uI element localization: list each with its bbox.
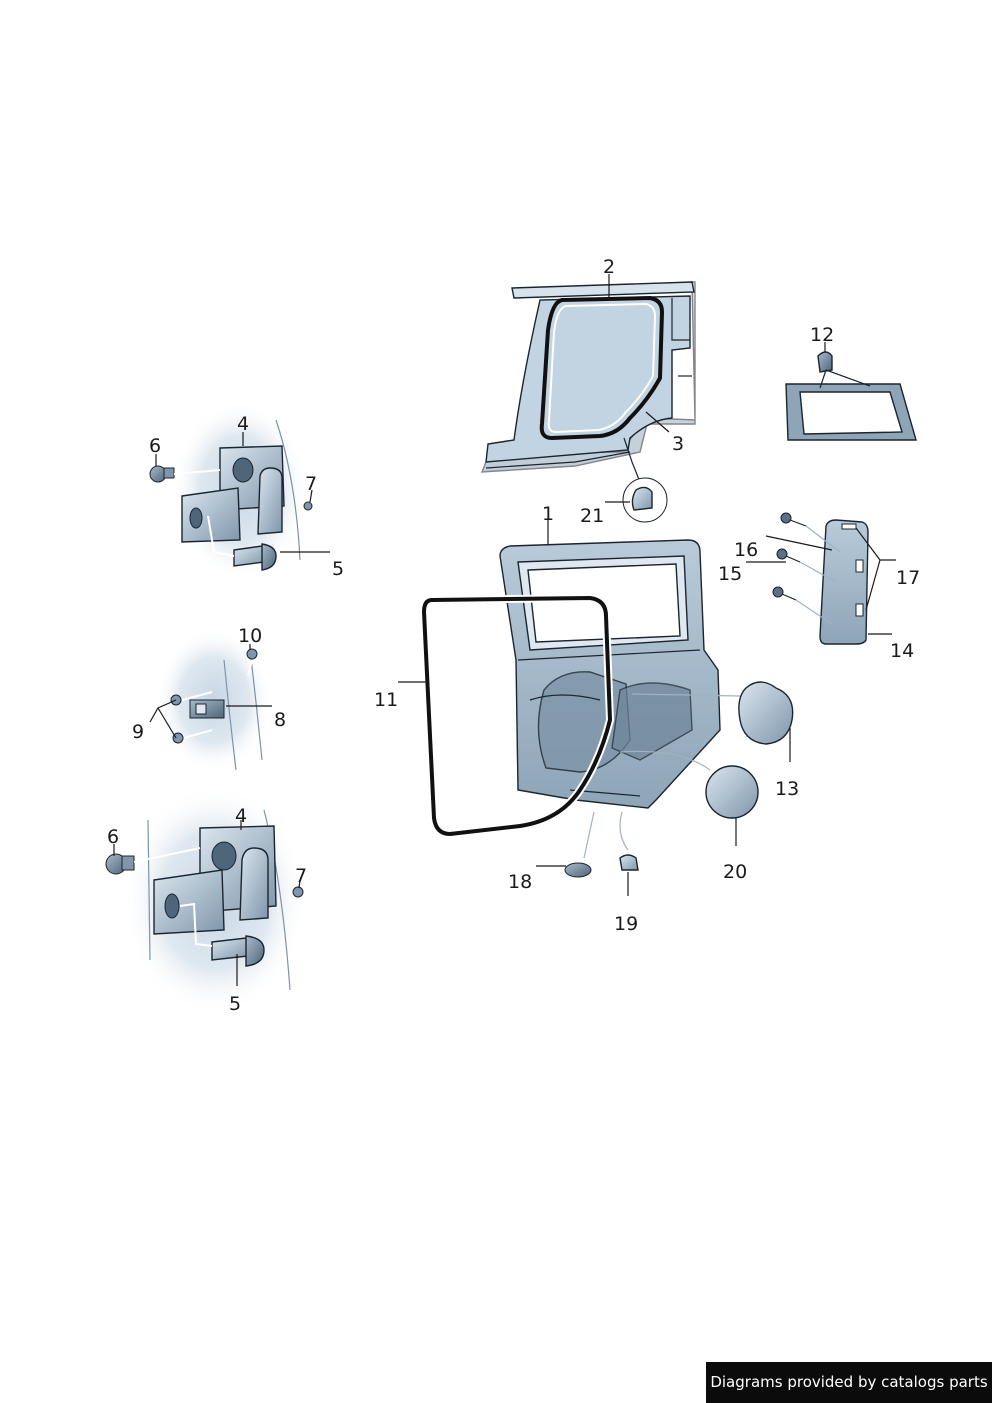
callout-18: 18	[508, 871, 532, 893]
callout-9: 9	[132, 721, 144, 743]
callout-6-top: 6	[149, 435, 161, 457]
callout-15: 15	[718, 563, 742, 585]
screw-16	[780, 512, 807, 527]
callout-20: 20	[723, 861, 747, 883]
callout-14: 14	[890, 640, 914, 662]
screw-15	[776, 548, 801, 563]
callout-1: 1	[542, 503, 554, 525]
callout-6-bottom: 6	[107, 826, 119, 848]
cover-cap-20	[619, 750, 759, 819]
body-side-door-aperture	[480, 281, 696, 473]
attribution-footer: Diagrams provided by catalogs parts	[706, 1362, 992, 1403]
door-seal-ring	[420, 594, 614, 838]
callout-13: 13	[775, 778, 799, 800]
grommet-18	[564, 811, 595, 878]
attribution-text: Diagrams provided by catalogs parts	[710, 1373, 988, 1391]
callout-5-bottom: 5	[229, 993, 241, 1015]
callout-3: 3	[672, 433, 684, 455]
window-frame-insert	[785, 351, 917, 441]
callout-5-top: 5	[332, 558, 344, 580]
door-seal-aperture	[539, 296, 664, 440]
callout-17: 17	[896, 567, 920, 589]
callout-labels: 1 2 3 21 12 16 15 17 14 13 20 18 19 11 4…	[107, 256, 920, 1015]
callout-7-bottom: 7	[295, 865, 307, 887]
cover-cap-13	[631, 681, 794, 745]
callout-7-top: 7	[305, 473, 317, 495]
callout-4-bottom: 4	[235, 805, 247, 827]
callout-2: 2	[603, 256, 615, 278]
plug-19	[619, 811, 639, 871]
callout-8: 8	[274, 709, 286, 731]
striker-assembly	[156, 628, 272, 772]
callout-12: 12	[810, 324, 834, 346]
cover-strip-with-screws	[772, 512, 869, 645]
callout-19: 19	[614, 913, 638, 935]
hinge-assembly-top	[149, 400, 313, 580]
callout-10: 10	[238, 625, 262, 647]
callout-4-top: 4	[237, 413, 249, 435]
callout-16: 16	[734, 539, 758, 561]
screw-lower	[772, 586, 797, 601]
hinge-assembly-bottom	[105, 785, 307, 1015]
callout-21: 21	[580, 505, 604, 527]
plug-part-21	[622, 437, 668, 523]
callout-11: 11	[374, 689, 398, 711]
leader-lines	[113, 274, 896, 986]
